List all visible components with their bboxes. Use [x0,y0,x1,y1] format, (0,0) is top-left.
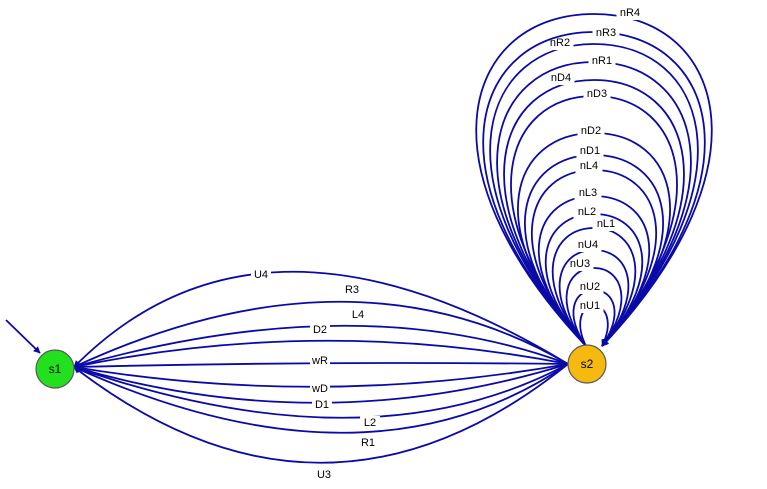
transition-edge-R1 [73,363,569,434]
self-loop-label-nL3: nL3 [579,187,597,199]
self-loop-label-nR2: nR2 [550,37,570,49]
transition-label-D2: D2 [313,324,327,336]
transition-label-U3: U3 [317,469,331,481]
transition-edge-U4 [73,270,569,368]
state-node-s1-label: s1 [49,362,62,376]
self-loop-nR2 [489,43,699,347]
state-node-s1[interactable]: s1 [35,349,75,389]
self-loop-label-nU4: nU4 [578,239,598,251]
self-loop-label-nR4: nR4 [620,7,640,19]
self-loop-label-nL4: nL4 [580,160,598,172]
transition-label-D1: D1 [315,399,329,411]
state-node-s2-label: s2 [581,357,594,371]
transition-label-wR: wR [311,355,328,367]
self-loop-label-nD3: nD3 [587,88,607,100]
self-loop-label-nD2: nD2 [581,125,601,137]
transition-edge-R3 [73,300,569,368]
self-loop-label-nU1: nU1 [580,300,600,312]
self-loop-label-nR1: nR1 [592,55,612,67]
self-loop-nR4 [475,13,713,347]
self-loop-label-nR3: nR3 [596,27,616,39]
transition-label-U4: U4 [254,269,268,281]
self-loop-label-nD4: nD4 [551,72,571,84]
transition-label-R3: R3 [345,284,359,296]
transition-label-L2: L2 [364,417,376,429]
self-loop-label-nL1: nL1 [597,218,615,230]
transition-edge-U3 [73,363,569,464]
transition-edge-D2 [73,339,569,370]
self-loop-label-nU3: nU3 [570,258,590,270]
self-loop-label-nU2: nU2 [580,281,600,293]
transition-edge-L4 [73,324,569,369]
transition-label-L4: L4 [352,309,364,321]
self-loop-label-nD1: nD1 [580,145,600,157]
self-loop-nD4 [503,79,685,347]
transition-edge-L2 [73,363,569,419]
self-loop-nU3 [565,267,623,347]
transition-label-R1: R1 [361,437,375,449]
transition-label-wD: wD [311,383,328,395]
state-node-s2[interactable]: s2 [567,344,607,384]
initial-state-arrow [5,319,41,354]
self-loop-label-nL2: nL2 [578,206,596,218]
